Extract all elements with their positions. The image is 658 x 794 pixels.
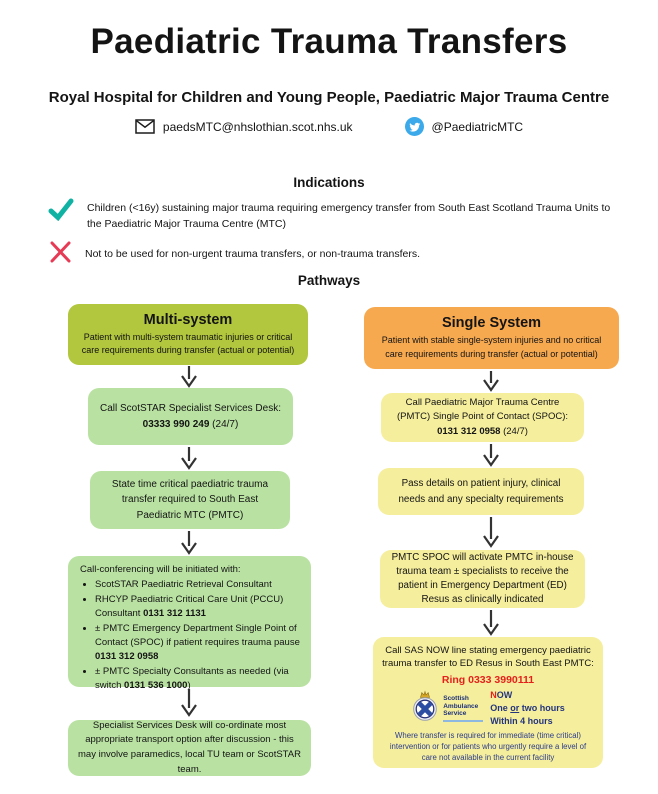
conference-item-text: ± PMTC Emergency Department Single Point… xyxy=(95,622,300,648)
scotstar-phone-hours: (24/7) xyxy=(209,418,239,430)
flow-arrow xyxy=(483,610,499,636)
multi-step-state-transfer-box: State time critical paediatric trauma tr… xyxy=(90,471,290,529)
sas-logo-line: Ambulance xyxy=(443,702,479,710)
conference-item-text: ± PMTC Specialty Consultants as needed (… xyxy=(95,665,289,691)
conference-item-text: ) xyxy=(187,679,191,691)
twitter-icon xyxy=(404,117,424,136)
sas-logo-text: Scottish Ambulance Service xyxy=(443,694,484,723)
email-address[interactable]: paedsMTC@nhslothian.scot.nhs.uk xyxy=(162,119,353,134)
twitter-contact[interactable]: @PaediatricMTC xyxy=(404,117,524,136)
sas-footnote: Where transfer is required for immediate… xyxy=(389,731,587,762)
sas-hours-pre: One xyxy=(490,702,511,713)
transport-text: Specialist Services Desk will co-ordinat… xyxy=(78,719,301,775)
multi-step-transport-box: Specialist Services Desk will co-ordinat… xyxy=(68,720,311,776)
flow-arrow xyxy=(181,689,197,717)
page-title: Paediatric Trauma Transfers xyxy=(90,22,568,61)
indication-exclude-text: Not to be used for non-urgent trauma tra… xyxy=(85,247,420,260)
conference-item: ± PMTC Specialty Consultants as needed (… xyxy=(95,665,301,693)
flow-arrow xyxy=(483,517,499,548)
sas-within-4-hours-line: Within 4 hours xyxy=(490,715,553,726)
sas-crest-icon xyxy=(411,689,439,727)
sas-hours-post: two hours xyxy=(519,702,565,713)
sas-ring-number: Ring 0333 3990111 xyxy=(441,673,535,686)
indications-heading: Indications xyxy=(293,175,365,190)
pathways-heading: Pathways xyxy=(297,273,361,288)
multi-system-description: Patient with multi-system traumatic inju… xyxy=(81,331,295,356)
single-step-sas-box: Call SAS NOW line stating emergency paed… xyxy=(373,637,603,768)
conference-item: ± PMTC Emergency Department Single Point… xyxy=(95,622,301,664)
scotstar-phone-number: 03333 990 249 xyxy=(142,418,210,430)
contact-row: paedsMTC@nhslothian.scot.nhs.uk @Paediat… xyxy=(0,117,658,136)
indication-include-text: Children (<16y) sustaining major trauma … xyxy=(87,202,611,231)
conference-list: ScotSTAR Paediatric Retrieval Consultant… xyxy=(80,578,301,694)
conference-intro: Call-conferencing will be initiated with… xyxy=(80,564,241,575)
flow-arrow xyxy=(483,371,499,392)
flow-arrow xyxy=(181,531,197,555)
sas-tagline-decoration xyxy=(443,720,484,723)
scotstar-phone-line: 03333 990 249 (24/7) xyxy=(96,417,285,433)
single-system-title: Single System xyxy=(441,315,542,331)
page-subtitle: Royal Hospital for Children and Young Pe… xyxy=(48,89,610,106)
multi-step-call-scotstar-box: Call ScotSTAR Specialist Services Desk: … xyxy=(88,388,293,445)
pmtc-call-text: Call Paediatric Major Trauma Centre (PMT… xyxy=(390,396,575,439)
flow-arrow xyxy=(483,444,499,467)
email-icon xyxy=(135,119,155,134)
sas-now-line: NOW xyxy=(490,689,565,702)
sas-logo-hours-row: Scottish Ambulance Service NOW One or tw… xyxy=(382,689,594,728)
sas-response-times: NOW One or two hours Within 4 hours xyxy=(490,689,565,728)
single-system-description: Patient with stable single-system injuri… xyxy=(381,335,602,359)
sas-intro-text: Call SAS NOW line stating emergency paed… xyxy=(382,645,594,670)
multi-step-conference-box: Call-conferencing will be initiated with… xyxy=(68,556,311,691)
check-icon xyxy=(48,198,74,221)
single-step-activate-team-box: PMTC SPOC will activate PMTC in-house tr… xyxy=(380,550,585,608)
sas-logo-line: Scottish xyxy=(443,694,469,702)
pmtc-phone-hours: (24/7) xyxy=(500,425,528,437)
sas-now-ow: OW xyxy=(496,689,513,700)
email-contact[interactable]: paedsMTC@nhslothian.scot.nhs.uk xyxy=(135,119,353,134)
sas-logo-line: Service xyxy=(443,710,467,718)
conference-item: RHCYP Paediatric Critical Care Unit (PCC… xyxy=(95,593,301,621)
spoc-phone-number: 0131 312 0958 xyxy=(95,650,159,662)
conference-item: ScotSTAR Paediatric Retrieval Consultant xyxy=(95,578,301,592)
flow-arrow xyxy=(181,366,197,388)
twitter-handle[interactable]: @PaediatricMTC xyxy=(431,119,524,134)
single-system-header-box: Single System Patient with stable single… xyxy=(364,307,619,369)
pass-details-text: Pass details on patient injury, clinical… xyxy=(398,478,564,505)
sas-hours-or: or xyxy=(510,702,520,713)
multi-system-header-box: Multi-system Patient with multi-system t… xyxy=(68,304,308,365)
indication-include-row: Children (<16y) sustaining major trauma … xyxy=(48,198,613,233)
activate-team-text: PMTC SPOC will activate PMTC in-house tr… xyxy=(391,551,574,606)
scotstar-call-line: Call ScotSTAR Specialist Services Desk: xyxy=(100,402,281,414)
switchboard-phone-number: 0131 536 1000 xyxy=(124,679,188,691)
pmtc-phone-number: 0131 312 0958 xyxy=(437,425,501,437)
cross-icon xyxy=(48,241,72,263)
sas-one-two-hours-line: One or two hours xyxy=(490,702,565,715)
indications-list: Children (<16y) sustaining major trauma … xyxy=(48,198,613,263)
conference-item-text: ScotSTAR Paediatric Retrieval Consultant xyxy=(95,578,272,590)
multi-system-title: Multi-system xyxy=(143,311,233,328)
indication-exclude-row: Not to be used for non-urgent trauma tra… xyxy=(48,241,613,263)
single-step-call-pmtc-box: Call Paediatric Major Trauma Centre (PMT… xyxy=(381,393,584,442)
conference-item-text: RHCYP Paediatric Critical Care Unit (PCC… xyxy=(95,593,284,619)
single-step-pass-details-box: Pass details on patient injury, clinical… xyxy=(378,468,584,515)
sas-now-n: N xyxy=(490,689,497,700)
flow-arrow xyxy=(181,447,197,470)
pmtc-call-pre: Call Paediatric Major Trauma Centre (PMT… xyxy=(396,397,569,423)
pccu-phone-number: 0131 312 1131 xyxy=(143,607,206,619)
state-transfer-text: State time critical paediatric trauma tr… xyxy=(111,478,269,521)
sas-logo: Scottish Ambulance Service xyxy=(411,689,484,727)
